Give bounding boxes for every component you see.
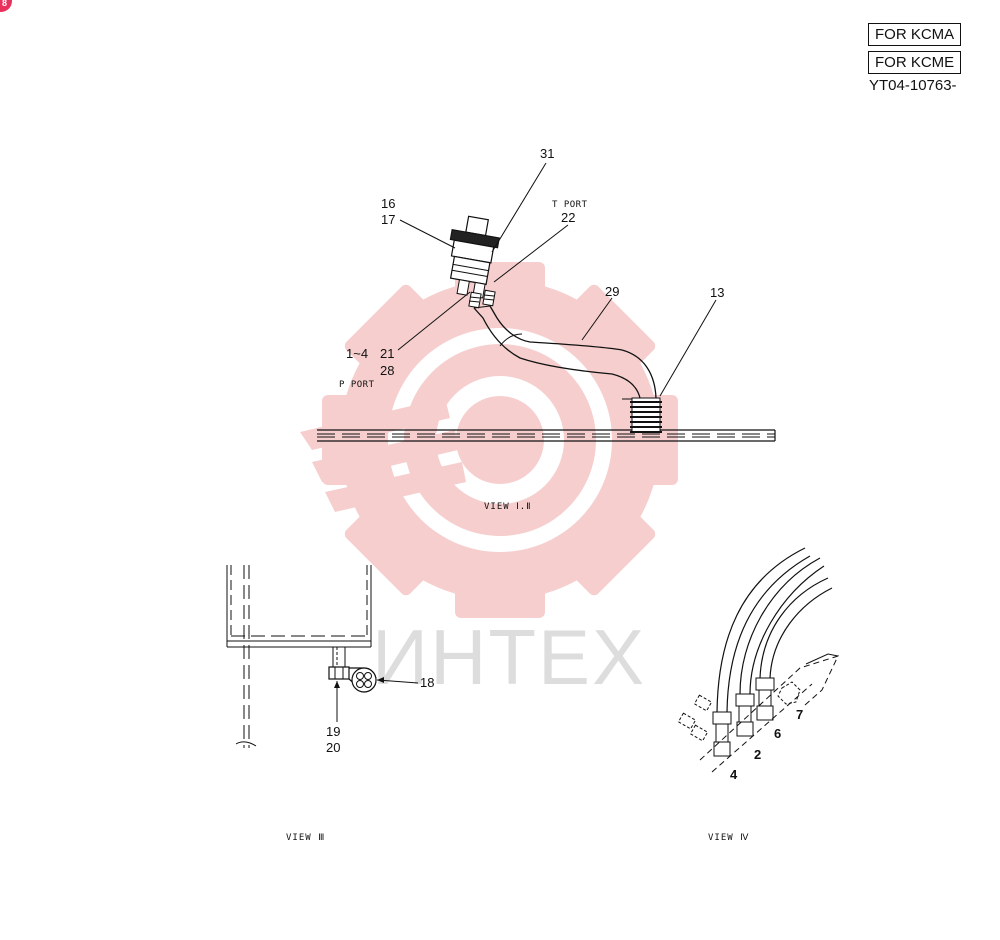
hoses-view-4 [716, 547, 833, 713]
document-number: YT04-10763- [869, 77, 957, 94]
grommet-13 [622, 397, 662, 433]
callout-19: 19 [326, 724, 340, 739]
callout-22: 22 [561, 210, 575, 225]
view-3-leaders [334, 677, 419, 722]
fittings-view-4 [677, 677, 801, 757]
callout-17: 17 [381, 212, 395, 227]
view-4-title: VIEW Ⅳ [708, 833, 749, 843]
view-1-2-title: VIEW Ⅰ.Ⅱ [484, 502, 532, 512]
badge-glyph: 8 [1, 0, 7, 8]
callout-6: 6 [774, 726, 781, 741]
callout-13: 13 [710, 285, 724, 300]
view-1-2-leaders [397, 162, 717, 397]
mount-plate-view-4 [699, 653, 839, 773]
callout-31: 31 [540, 146, 554, 161]
view-3: 18 19 20 VIEW Ⅲ [226, 565, 434, 843]
callout-18: 18 [420, 675, 434, 690]
callout-20: 20 [326, 740, 340, 755]
tank-outline [226, 565, 372, 748]
callout-2: 2 [754, 747, 761, 762]
clamp-18 [328, 647, 377, 693]
view-3-title: VIEW Ⅲ [286, 833, 325, 843]
model-code-kcme: FOR KCME [868, 51, 962, 74]
watermark-gear [300, 262, 678, 618]
callout-28: 28 [380, 363, 394, 378]
pilot-valve [449, 215, 500, 299]
callout-29: 29 [605, 284, 619, 299]
frame-member [317, 429, 776, 442]
callout-16: 16 [381, 196, 395, 211]
model-code-kcma: FOR KCMA [868, 23, 962, 46]
view-1-2: 31 16 17 T PORT 22 29 13 1~4 21 28 P POR… [317, 146, 776, 512]
view-4: 7 6 2 4 VIEW Ⅳ [677, 547, 839, 843]
callout-4: 4 [730, 767, 738, 782]
watermark-text: ИНТЕХ [372, 613, 646, 701]
p-port-label: P PORT [339, 380, 375, 390]
hose-29 [473, 305, 657, 399]
callout-7: 7 [796, 707, 803, 722]
valve-fittings [468, 289, 496, 309]
t-port-label: T PORT [552, 200, 588, 210]
callout-21: 21 [380, 346, 394, 361]
callout-1-4: 1~4 [346, 346, 368, 361]
